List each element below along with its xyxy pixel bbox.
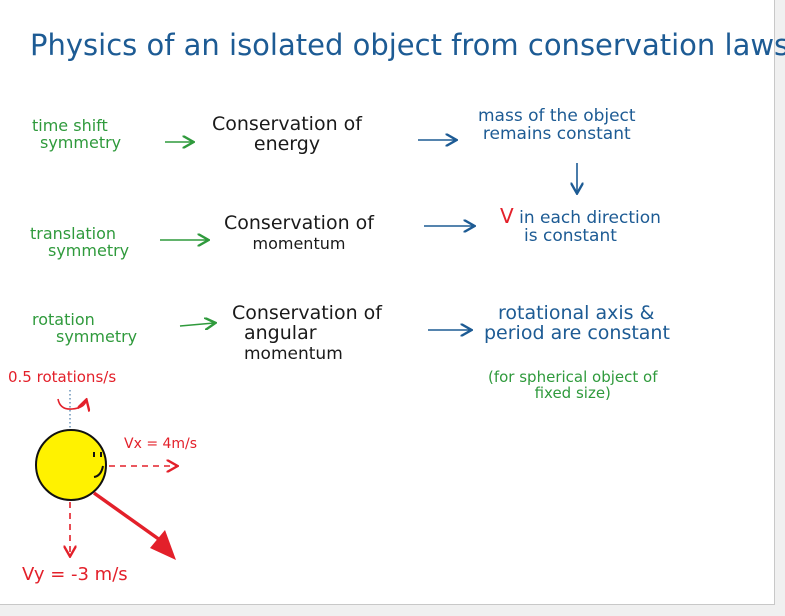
note-line: fixed size) [534,383,611,402]
velocity-vector [92,491,162,542]
rotation-arrow-icon [57,399,86,409]
law-line: Conservation of [224,212,374,234]
symmetry-line: symmetry [56,326,138,346]
arrows-and-ball [35,0,774,560]
result-rotation: rotational axis &period are constant [484,302,670,344]
result-line: mass of the object [478,106,636,126]
symmetry-line: rotation [32,310,95,329]
symmetry-line: symmetry [48,240,130,260]
note-line: (for spherical object of [488,368,658,386]
result-line: is constant [524,225,617,246]
law-line: energy [253,132,321,155]
rotation-rate-label: 0.5 rotations/s [8,368,117,386]
title: Physics of an isolated object from conse… [30,28,785,62]
symmetry-line: time shift [32,116,108,135]
symmetry-line: symmetry [40,132,122,152]
vy-label: Vy = -3 m/s [22,564,128,585]
law-line: momentum [244,343,343,364]
blue-arrows [418,140,577,330]
result-line: remains constant [482,123,631,144]
result-line: in each direction [519,208,661,228]
result-line: rotational axis & [498,302,655,324]
velocity-symbol: V [500,204,514,228]
symmetry-line: translation [30,224,117,243]
velocity-arrowhead-icon [150,530,176,560]
arrow-icon [179,323,214,326]
smiley-face-icon [93,452,104,478]
result-line: period are constant [484,321,670,344]
law-line: Conservation of [232,302,382,324]
ball [35,429,107,501]
law-line: momentum [252,233,346,253]
vx-label: Vx = 4m/s [124,436,198,452]
green-arrows [160,142,214,326]
law-line: Conservation of [212,113,362,135]
law-line: angular [244,321,317,344]
